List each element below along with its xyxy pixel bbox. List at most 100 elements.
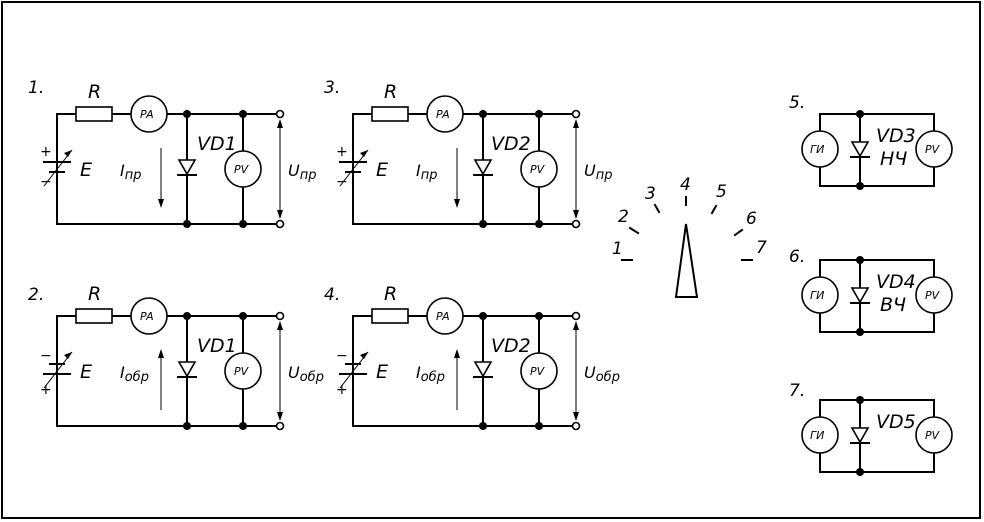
voltage-label: Uобр bbox=[584, 363, 620, 385]
current-label: Iпр bbox=[416, 161, 437, 183]
source-label: E bbox=[376, 361, 388, 383]
ammeter bbox=[426, 297, 464, 335]
pulse-circuit-5: 5. ГИ VD3 НЧ PV bbox=[789, 93, 953, 190]
resistor bbox=[75, 106, 113, 122]
diode-label: VD4 bbox=[876, 271, 916, 293]
variable-source bbox=[339, 149, 369, 187]
source-label: E bbox=[80, 361, 92, 383]
switch-position-label: 2 bbox=[618, 207, 629, 227]
circuit-number: 6. bbox=[789, 247, 805, 267]
circuit-number: 1. bbox=[28, 78, 44, 98]
switch-position-label: 1 bbox=[612, 239, 623, 259]
switch-position-label: 3 bbox=[645, 184, 656, 204]
resistor-label: R bbox=[384, 283, 397, 305]
terminal bbox=[275, 219, 285, 229]
ammeter-label: PA bbox=[140, 310, 154, 323]
minus-sign: − bbox=[40, 348, 52, 364]
diode bbox=[850, 427, 870, 444]
voltmeter bbox=[915, 130, 953, 168]
source-label: E bbox=[80, 159, 92, 181]
current-label: Iобр bbox=[416, 363, 445, 385]
switch-position-label: 5 bbox=[716, 182, 727, 202]
circuit-2: 2. R PA − + E Iобр VD1 PV U bbox=[28, 283, 324, 431]
voltmeter bbox=[224, 352, 262, 390]
circuit-number: 2. bbox=[28, 285, 44, 305]
terminal bbox=[571, 109, 581, 119]
terminal bbox=[275, 109, 285, 119]
generator bbox=[801, 416, 839, 454]
terminal bbox=[571, 421, 581, 431]
ammeter bbox=[130, 297, 168, 335]
voltmeter-label: PV bbox=[530, 365, 546, 378]
generator-label: ГИ bbox=[810, 143, 824, 156]
terminal bbox=[571, 311, 581, 321]
switch-mark bbox=[628, 226, 640, 235]
ammeter bbox=[130, 95, 168, 133]
diode bbox=[177, 361, 197, 378]
ammeter-label: PA bbox=[140, 108, 154, 121]
generator-label: ГИ bbox=[810, 289, 824, 302]
resistor bbox=[371, 106, 409, 122]
ammeter-label: PA bbox=[436, 108, 450, 121]
voltmeter bbox=[520, 352, 558, 390]
circuit-4: 4. R PA − + E Iобр VD2 PV U bbox=[324, 283, 620, 431]
voltmeter bbox=[224, 150, 262, 188]
diode-type-label: НЧ bbox=[880, 148, 907, 170]
voltmeter bbox=[915, 276, 953, 314]
diode-label: VD1 bbox=[197, 335, 237, 357]
circuit-number: 7. bbox=[789, 381, 805, 401]
circuit-3: 3. R PA + − E Iпр VD2 PV Uп bbox=[324, 78, 612, 229]
diode-type-label: ВЧ bbox=[880, 294, 906, 316]
selector-switch: 1 2 3 4 5 6 7 bbox=[612, 175, 767, 298]
switch-mark bbox=[733, 228, 744, 237]
diode bbox=[473, 159, 493, 176]
diode bbox=[473, 361, 493, 378]
switch-position-label: 7 bbox=[756, 238, 767, 258]
voltmeter-label: PV bbox=[925, 429, 941, 442]
voltage-label: Uобр bbox=[288, 363, 324, 385]
diode bbox=[177, 159, 197, 176]
minus-sign: − bbox=[40, 174, 52, 190]
minus-sign: − bbox=[336, 174, 348, 190]
minus-sign: − bbox=[336, 348, 348, 364]
terminal bbox=[275, 311, 285, 321]
voltage-label: Uпр bbox=[584, 161, 612, 183]
diode bbox=[850, 287, 870, 304]
voltmeter-label: PV bbox=[925, 289, 941, 302]
diode-label: VD2 bbox=[491, 133, 531, 155]
voltmeter-label: PV bbox=[530, 163, 546, 176]
generator-label: ГИ bbox=[810, 429, 824, 442]
resistor-label: R bbox=[88, 81, 101, 103]
variable-source bbox=[43, 149, 73, 187]
switch-position-label: 4 bbox=[680, 175, 691, 195]
resistor bbox=[371, 308, 409, 324]
circuit-number: 4. bbox=[324, 285, 340, 305]
voltmeter bbox=[915, 416, 953, 454]
source-label: E bbox=[376, 159, 388, 181]
switch-mark bbox=[710, 204, 718, 215]
voltage-label: Uпр bbox=[288, 161, 316, 183]
ammeter bbox=[426, 95, 464, 133]
plus-sign: + bbox=[40, 382, 52, 398]
circuit-number: 3. bbox=[324, 78, 340, 98]
diode-label: VD1 bbox=[197, 133, 237, 155]
resistor-label: R bbox=[88, 283, 101, 305]
generator bbox=[801, 130, 839, 168]
voltmeter-label: PV bbox=[234, 163, 250, 176]
voltmeter-label: PV bbox=[925, 143, 941, 156]
diode bbox=[850, 141, 870, 158]
terminal bbox=[571, 219, 581, 229]
terminal bbox=[275, 421, 285, 431]
current-label: Iпр bbox=[120, 161, 141, 183]
voltmeter bbox=[520, 150, 558, 188]
pulse-circuit-7: 7. ГИ VD5 PV bbox=[789, 381, 953, 476]
switch-mark bbox=[653, 203, 661, 214]
resistor bbox=[75, 308, 113, 324]
variable-source bbox=[43, 351, 73, 389]
voltmeter-label: PV bbox=[234, 365, 250, 378]
plus-sign: + bbox=[40, 144, 52, 160]
variable-source bbox=[339, 351, 369, 389]
generator bbox=[801, 276, 839, 314]
